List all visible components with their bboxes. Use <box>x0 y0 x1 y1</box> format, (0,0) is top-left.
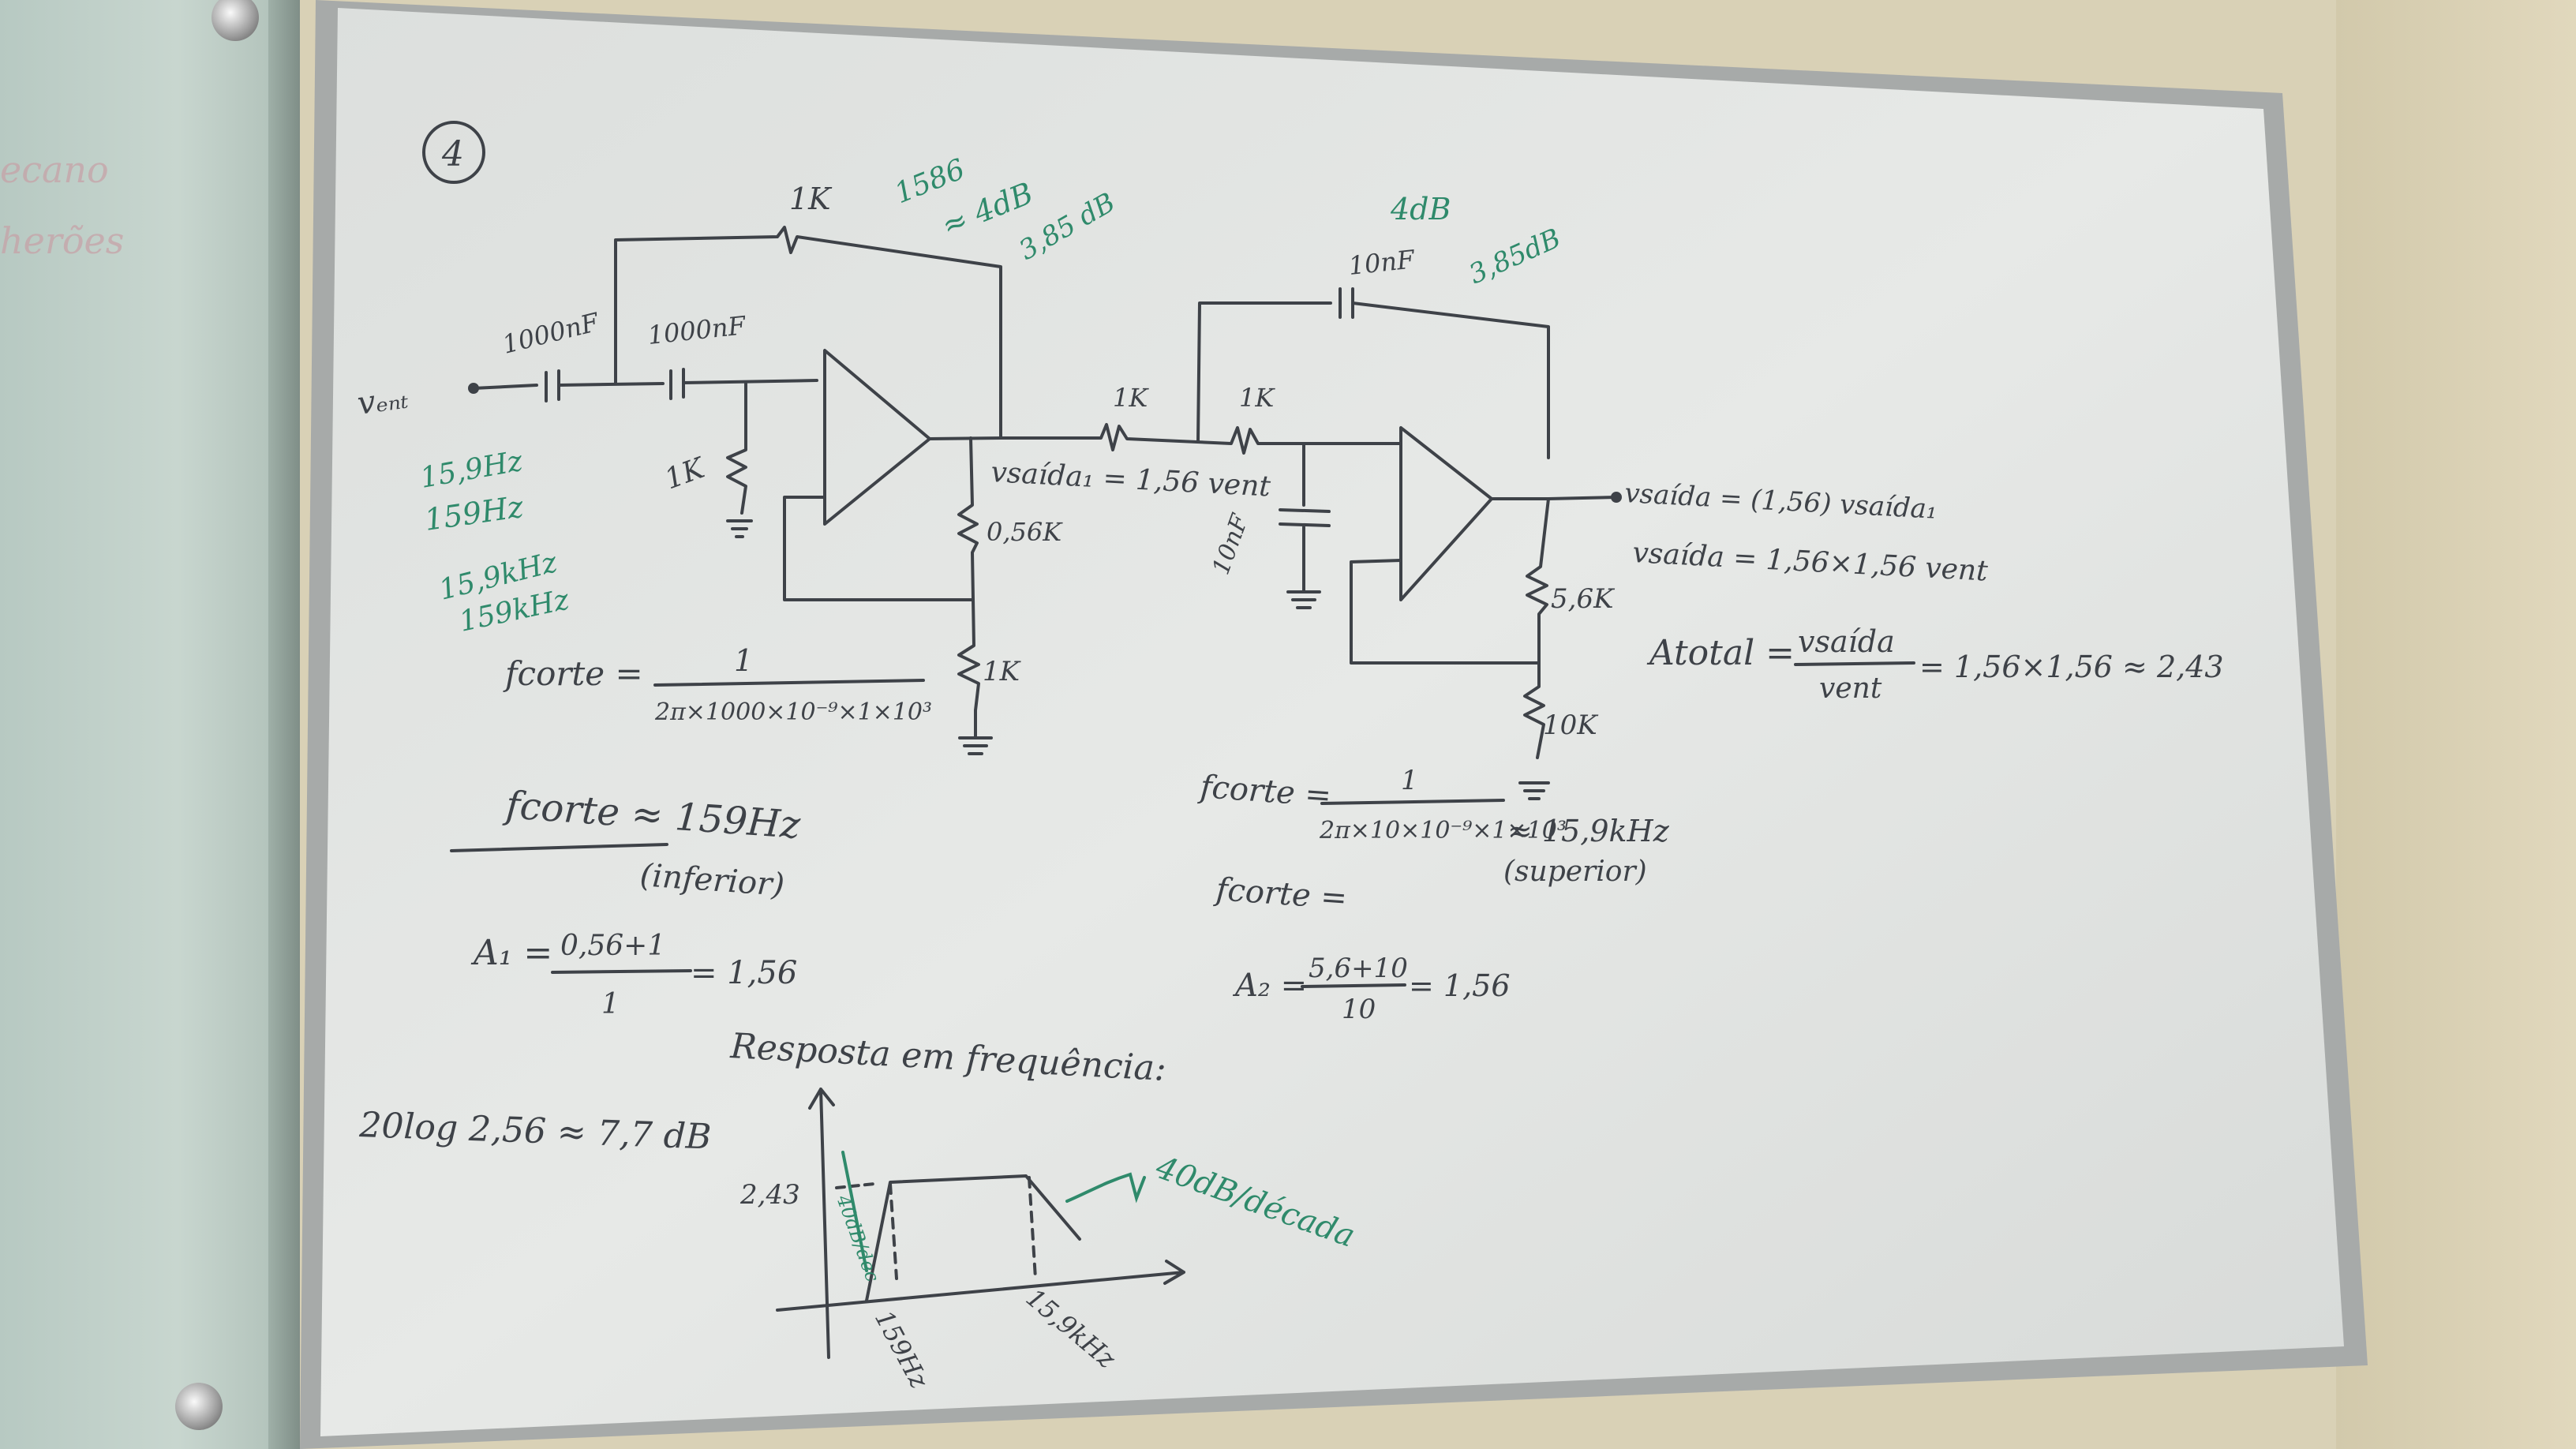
glass-board-edge <box>268 0 300 1449</box>
a2-result: = 1,56 <box>1409 968 1511 1003</box>
stage2-res-bottom-label: 10K <box>1543 710 1599 741</box>
res-out-bottom-label: 1K <box>983 656 1022 687</box>
fcorte1-den: 2π×1000×10⁻⁹×1×10³ <box>654 698 932 726</box>
atotal-den: vent <box>1819 672 1882 705</box>
a1-result: = 1,56 <box>691 955 797 991</box>
slope-arrow <box>841 1151 1146 1272</box>
stage2-res-top-label: 5,6K <box>1551 583 1616 615</box>
wall-background <box>2336 0 2576 1449</box>
frequency-response-plot <box>776 1088 1185 1359</box>
problem-number: 4 <box>441 134 464 174</box>
atotal-result: = 1,56×1,56 ≈ 2,43 <box>1919 650 2224 684</box>
formula-lines <box>450 661 1915 988</box>
a2-num: 5,6+10 <box>1309 953 1408 984</box>
mounting-bolt-icon <box>212 0 259 41</box>
glass-board <box>0 0 296 1449</box>
res-feedback-label: 1K <box>789 182 833 216</box>
a1-den: 1 <box>601 988 620 1020</box>
a1-lhs: A₁ = <box>470 933 552 973</box>
fcorte2-den: 2π×10×10⁻⁹×1×10³ <box>1319 817 1567 844</box>
fcorte2-num: 1 <box>1401 765 1418 796</box>
fcorte2-note: (superior) <box>1503 856 1647 888</box>
glass-scribble-2: herões <box>0 219 125 262</box>
glass-scribble: ecano herões <box>0 134 124 276</box>
circuit-drawing <box>422 121 1622 800</box>
input-label: vₑₙₜ <box>355 379 410 422</box>
a2-den: 10 <box>1342 994 1376 1025</box>
a2-lhs: A₂ = <box>1232 968 1307 1004</box>
mounting-bolt-icon <box>175 1383 223 1430</box>
stage2-res1-label: 1K <box>1113 383 1149 413</box>
fcorte1-lhs: fcorte = <box>503 654 643 693</box>
stage2-cap-feedback-label: 10nF <box>1347 244 1417 281</box>
a1-num: 0,56+1 <box>560 930 665 962</box>
glass-scribble-1: ecano <box>0 148 109 191</box>
freq-gain-label: 2,43 <box>739 1179 800 1211</box>
fcorte1-num: 1 <box>734 643 753 678</box>
atotal-lhs: Atotal = <box>1646 633 1795 673</box>
res-out-top-label: 0,56K <box>987 517 1063 547</box>
atotal-num: vsaída <box>1798 624 1895 659</box>
stage2-res2-label: 1K <box>1239 383 1275 413</box>
green-stage2-db-1: 4dB <box>1390 192 1451 227</box>
fcorte2-result: ≈ 15,9kHz <box>1507 814 1670 848</box>
